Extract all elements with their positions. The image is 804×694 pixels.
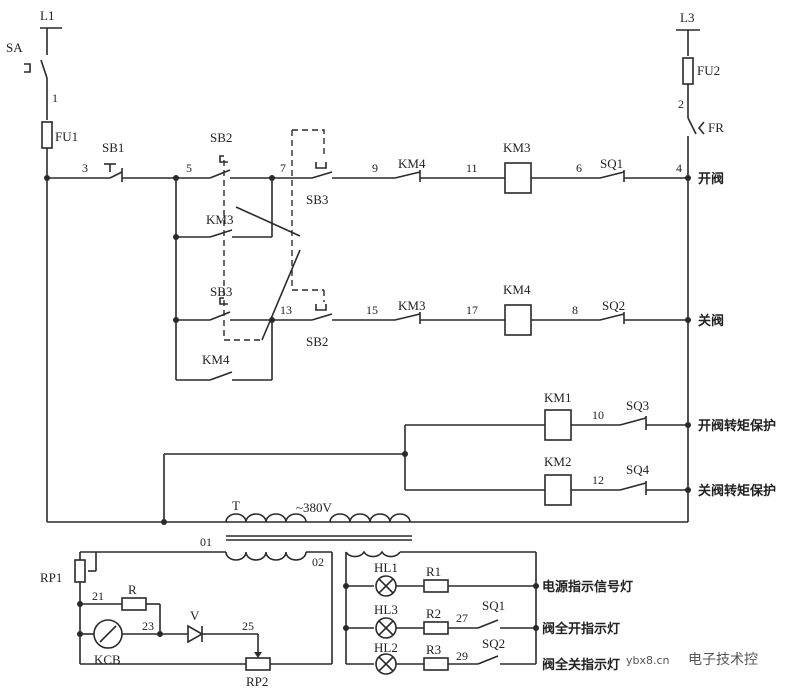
open-valve-rung: [47, 155, 688, 380]
node-29: 29: [456, 649, 468, 663]
fu1-label: FU1: [55, 129, 78, 144]
km1-coil-label: KM1: [544, 390, 571, 405]
node-5: 5: [186, 161, 192, 175]
watermark-brand: 电子技术控: [688, 652, 758, 668]
hl3-label: HL3: [374, 602, 398, 617]
node-25: 25: [242, 619, 254, 633]
node-23: 23: [142, 619, 154, 633]
fully-open-lamp-label: 阀全开指示灯: [542, 621, 620, 637]
node-01: 01: [200, 535, 212, 549]
hl1-label: HL1: [374, 560, 398, 575]
close-valve-rung: [176, 297, 688, 381]
l3-label: L3: [680, 10, 694, 25]
fr-label: FR: [708, 120, 724, 135]
transformer-label: T: [232, 498, 240, 513]
node-13: 13: [280, 303, 292, 317]
node-2: 2: [678, 97, 684, 111]
meter-circuit: [74, 551, 333, 671]
km4-hold-label: KM4: [202, 352, 230, 367]
node-02: 02: [312, 555, 324, 569]
sb2-label-bottom: SB2: [306, 334, 328, 349]
watermark-site: ybx8.cn: [626, 654, 670, 667]
sq2-label: SQ2: [602, 298, 625, 313]
node-21: 21: [92, 589, 104, 603]
hl2-label: HL2: [374, 640, 398, 655]
node-7: 7: [280, 161, 286, 175]
sq4-label: SQ4: [626, 462, 650, 477]
sq3-label: SQ3: [626, 398, 649, 413]
node-3: 3: [82, 161, 88, 175]
close-torque-label: 关阀转矩保护: [698, 483, 776, 499]
transformer: [225, 513, 412, 561]
rp2-label: RP2: [246, 674, 268, 689]
sb2-label-top: SB2: [210, 130, 232, 145]
kcb-label: KCB: [94, 652, 121, 667]
node-4: 4: [676, 161, 682, 175]
km3-hold-label: KM3: [206, 212, 233, 227]
sb1-label: SB1: [102, 140, 124, 155]
node-27: 27: [456, 611, 468, 625]
junction-dots: [44, 175, 691, 637]
sq1-label: SQ1: [600, 156, 623, 171]
node-12: 12: [592, 473, 604, 487]
km4-coil-label: KM4: [503, 282, 531, 297]
r3-label: R3: [426, 642, 441, 657]
open-valve-label: 开阀: [698, 171, 724, 187]
l1-supply-branch: [24, 27, 62, 522]
v-label: V: [190, 608, 200, 623]
node-11: 11: [466, 161, 478, 175]
node-8: 8: [572, 303, 578, 317]
pushbutton-mechanical-linkage: [223, 129, 325, 341]
node-1: 1: [52, 91, 58, 105]
r-label: R: [128, 582, 137, 597]
node-17: 17: [466, 303, 478, 317]
indicator-lamp-circuit: [345, 551, 537, 675]
fully-closed-lamp-label: 阀全关指示灯: [542, 657, 620, 673]
close-valve-label: 关阀: [698, 313, 724, 329]
l1-label: L1: [40, 8, 54, 23]
voltage-label: ~380V: [296, 500, 333, 515]
r1-label: R1: [426, 564, 441, 579]
torque-protection-rungs: [163, 409, 688, 522]
sq1-lamp-label: SQ1: [482, 598, 505, 613]
node-15: 15: [366, 303, 378, 317]
km2-coil-label: KM2: [544, 454, 571, 469]
km4-interlock-label: KM4: [398, 156, 426, 171]
sb3-label-top: SB3: [306, 192, 328, 207]
km3-interlock-label: KM3: [398, 298, 425, 313]
km3-coil-label: KM3: [503, 140, 530, 155]
fu2-label: FU2: [697, 63, 720, 78]
node-9: 9: [372, 161, 378, 175]
sa-label: SA: [6, 40, 23, 55]
l3-supply-branch: [676, 29, 705, 522]
power-lamp-label: 电源指示信号灯: [542, 579, 633, 595]
node-6: 6: [576, 161, 582, 175]
sb3-label-bottom: SB3: [210, 284, 232, 299]
open-torque-label: 开阀转矩保护: [698, 418, 776, 434]
sq2-lamp-label: SQ2: [482, 636, 505, 651]
r2-label: R2: [426, 606, 441, 621]
node-10: 10: [592, 408, 604, 422]
rp1-label: RP1: [40, 570, 62, 585]
